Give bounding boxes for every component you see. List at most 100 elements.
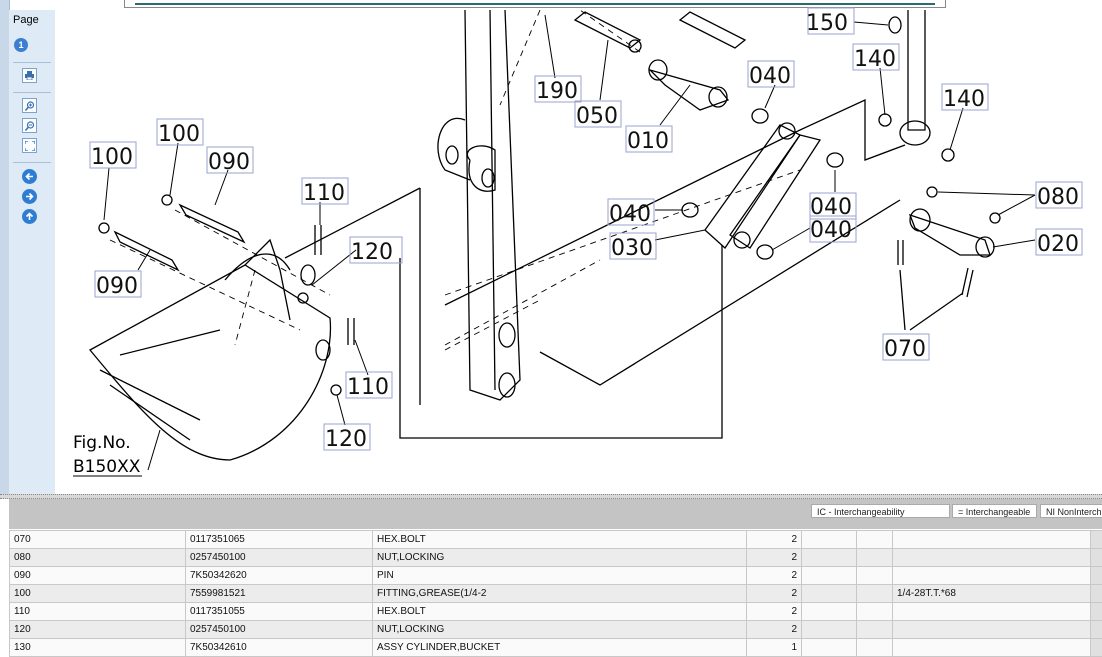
ic-cell xyxy=(802,585,857,603)
remarks-cell xyxy=(893,531,1091,549)
callout-040[interactable]: 040 xyxy=(810,218,852,243)
callout-050[interactable]: 050 xyxy=(576,104,618,129)
ni-cell xyxy=(857,621,893,639)
part-ref-cell: 110 xyxy=(10,603,186,621)
quantity-cell: 2 xyxy=(747,549,802,567)
callout-190[interactable]: 190 xyxy=(536,79,578,104)
description-cell: NUT,LOCKING xyxy=(373,621,747,639)
page-toolbar: Page 1 xyxy=(9,10,55,495)
arrow-left-icon xyxy=(25,172,34,181)
callout-090[interactable]: 090 xyxy=(96,274,138,299)
previous-page-button[interactable] xyxy=(22,169,37,184)
callout-030[interactable]: 030 xyxy=(611,236,653,261)
callout-150[interactable]: 150 xyxy=(806,11,848,36)
zoom-in-button[interactable] xyxy=(22,98,37,113)
legend-ic: IC - Interchangeability xyxy=(811,504,950,518)
callout-090[interactable]: 090 xyxy=(208,150,250,175)
page-number-badge[interactable]: 1 xyxy=(14,38,28,52)
toolbar-separator xyxy=(13,92,51,93)
row-gutter xyxy=(1091,639,1102,657)
description-cell: ASSY CYLINDER,BUCKET xyxy=(373,639,747,657)
legend-noninterchangeable: NI NonInterch xyxy=(1040,504,1102,518)
ic-cell xyxy=(802,531,857,549)
callout-100[interactable]: 100 xyxy=(158,122,200,147)
part-ref-cell: 080 xyxy=(10,549,186,567)
callout-120[interactable]: 120 xyxy=(351,240,393,265)
remarks-cell: 1/4-28T.T.*68 xyxy=(893,585,1091,603)
quantity-cell: 1 xyxy=(747,639,802,657)
row-gutter xyxy=(1091,603,1102,621)
callout-100[interactable]: 100 xyxy=(91,145,133,170)
part-ref-cell: 120 xyxy=(10,621,186,639)
part-number-cell: 0117351055 xyxy=(186,603,373,621)
printer-icon xyxy=(25,71,34,80)
ic-cell xyxy=(802,639,857,657)
callout-070[interactable]: 070 xyxy=(884,337,926,362)
callout-labels: 150 140 140 190 050 040 010 100 090 100 … xyxy=(90,8,1082,452)
expand-icon xyxy=(25,141,35,151)
ni-cell xyxy=(857,603,893,621)
zoom-out-icon xyxy=(25,121,35,131)
row-gutter xyxy=(1091,531,1102,549)
part-number-cell: 7K50342620 xyxy=(186,567,373,585)
ni-cell xyxy=(857,531,893,549)
fit-page-button[interactable] xyxy=(22,138,37,153)
callout-120[interactable]: 120 xyxy=(325,427,367,452)
legend-interchangeable: = Interchangeable xyxy=(952,504,1037,518)
toolbar-separator xyxy=(13,62,51,63)
callout-020[interactable]: 020 xyxy=(1037,232,1079,257)
parts-list-header: IC - Interchangeability = Interchangeabl… xyxy=(9,499,1102,529)
part-number-cell: 0257450100 xyxy=(186,549,373,567)
print-button[interactable] xyxy=(22,68,37,83)
ic-cell xyxy=(802,549,857,567)
quantity-cell: 2 xyxy=(747,531,802,549)
zoom-in-icon xyxy=(25,101,35,111)
quantity-cell: 2 xyxy=(747,603,802,621)
next-page-button[interactable] xyxy=(22,189,37,204)
ni-cell xyxy=(857,585,893,603)
remarks-cell xyxy=(893,621,1091,639)
part-number-cell: 0257450100 xyxy=(186,621,373,639)
arrow-up-icon xyxy=(25,212,34,221)
part-ref-cell: 070 xyxy=(10,531,186,549)
quantity-cell: 2 xyxy=(747,585,802,603)
go-up-button[interactable] xyxy=(22,209,37,224)
zoom-out-button[interactable] xyxy=(22,118,37,133)
ic-cell xyxy=(802,567,857,585)
callout-110[interactable]: 110 xyxy=(347,375,389,400)
description-cell: HEX.BOLT xyxy=(373,603,747,621)
part-ref-cell: 130 xyxy=(10,639,186,657)
callout-110[interactable]: 110 xyxy=(303,181,345,206)
ic-cell xyxy=(802,603,857,621)
callout-040[interactable]: 040 xyxy=(749,64,791,89)
row-gutter xyxy=(1091,621,1102,639)
part-ref-cell: 100 xyxy=(10,585,186,603)
ni-cell xyxy=(857,639,893,657)
part-number-cell: 0117351065 xyxy=(186,531,373,549)
callout-010[interactable]: 010 xyxy=(627,129,669,154)
quantity-cell: 2 xyxy=(747,567,802,585)
parts-diagram[interactable]: 150 140 140 190 050 040 010 100 090 100 … xyxy=(56,0,1102,494)
callout-080[interactable]: 080 xyxy=(1037,185,1079,210)
callout-040[interactable]: 040 xyxy=(609,202,651,227)
arrow-right-icon xyxy=(25,192,34,201)
description-cell: NUT,LOCKING xyxy=(373,549,747,567)
callout-140[interactable]: 140 xyxy=(854,47,896,72)
callout-140[interactable]: 140 xyxy=(943,87,985,112)
quantity-cell: 2 xyxy=(747,621,802,639)
description-cell: HEX.BOLT xyxy=(373,531,747,549)
description-cell: PIN xyxy=(373,567,747,585)
ni-cell xyxy=(857,567,893,585)
part-number-cell: 7K50342610 xyxy=(186,639,373,657)
row-gutter xyxy=(1091,567,1102,585)
toolbar-title: Page xyxy=(13,14,39,26)
remarks-cell xyxy=(893,567,1091,585)
